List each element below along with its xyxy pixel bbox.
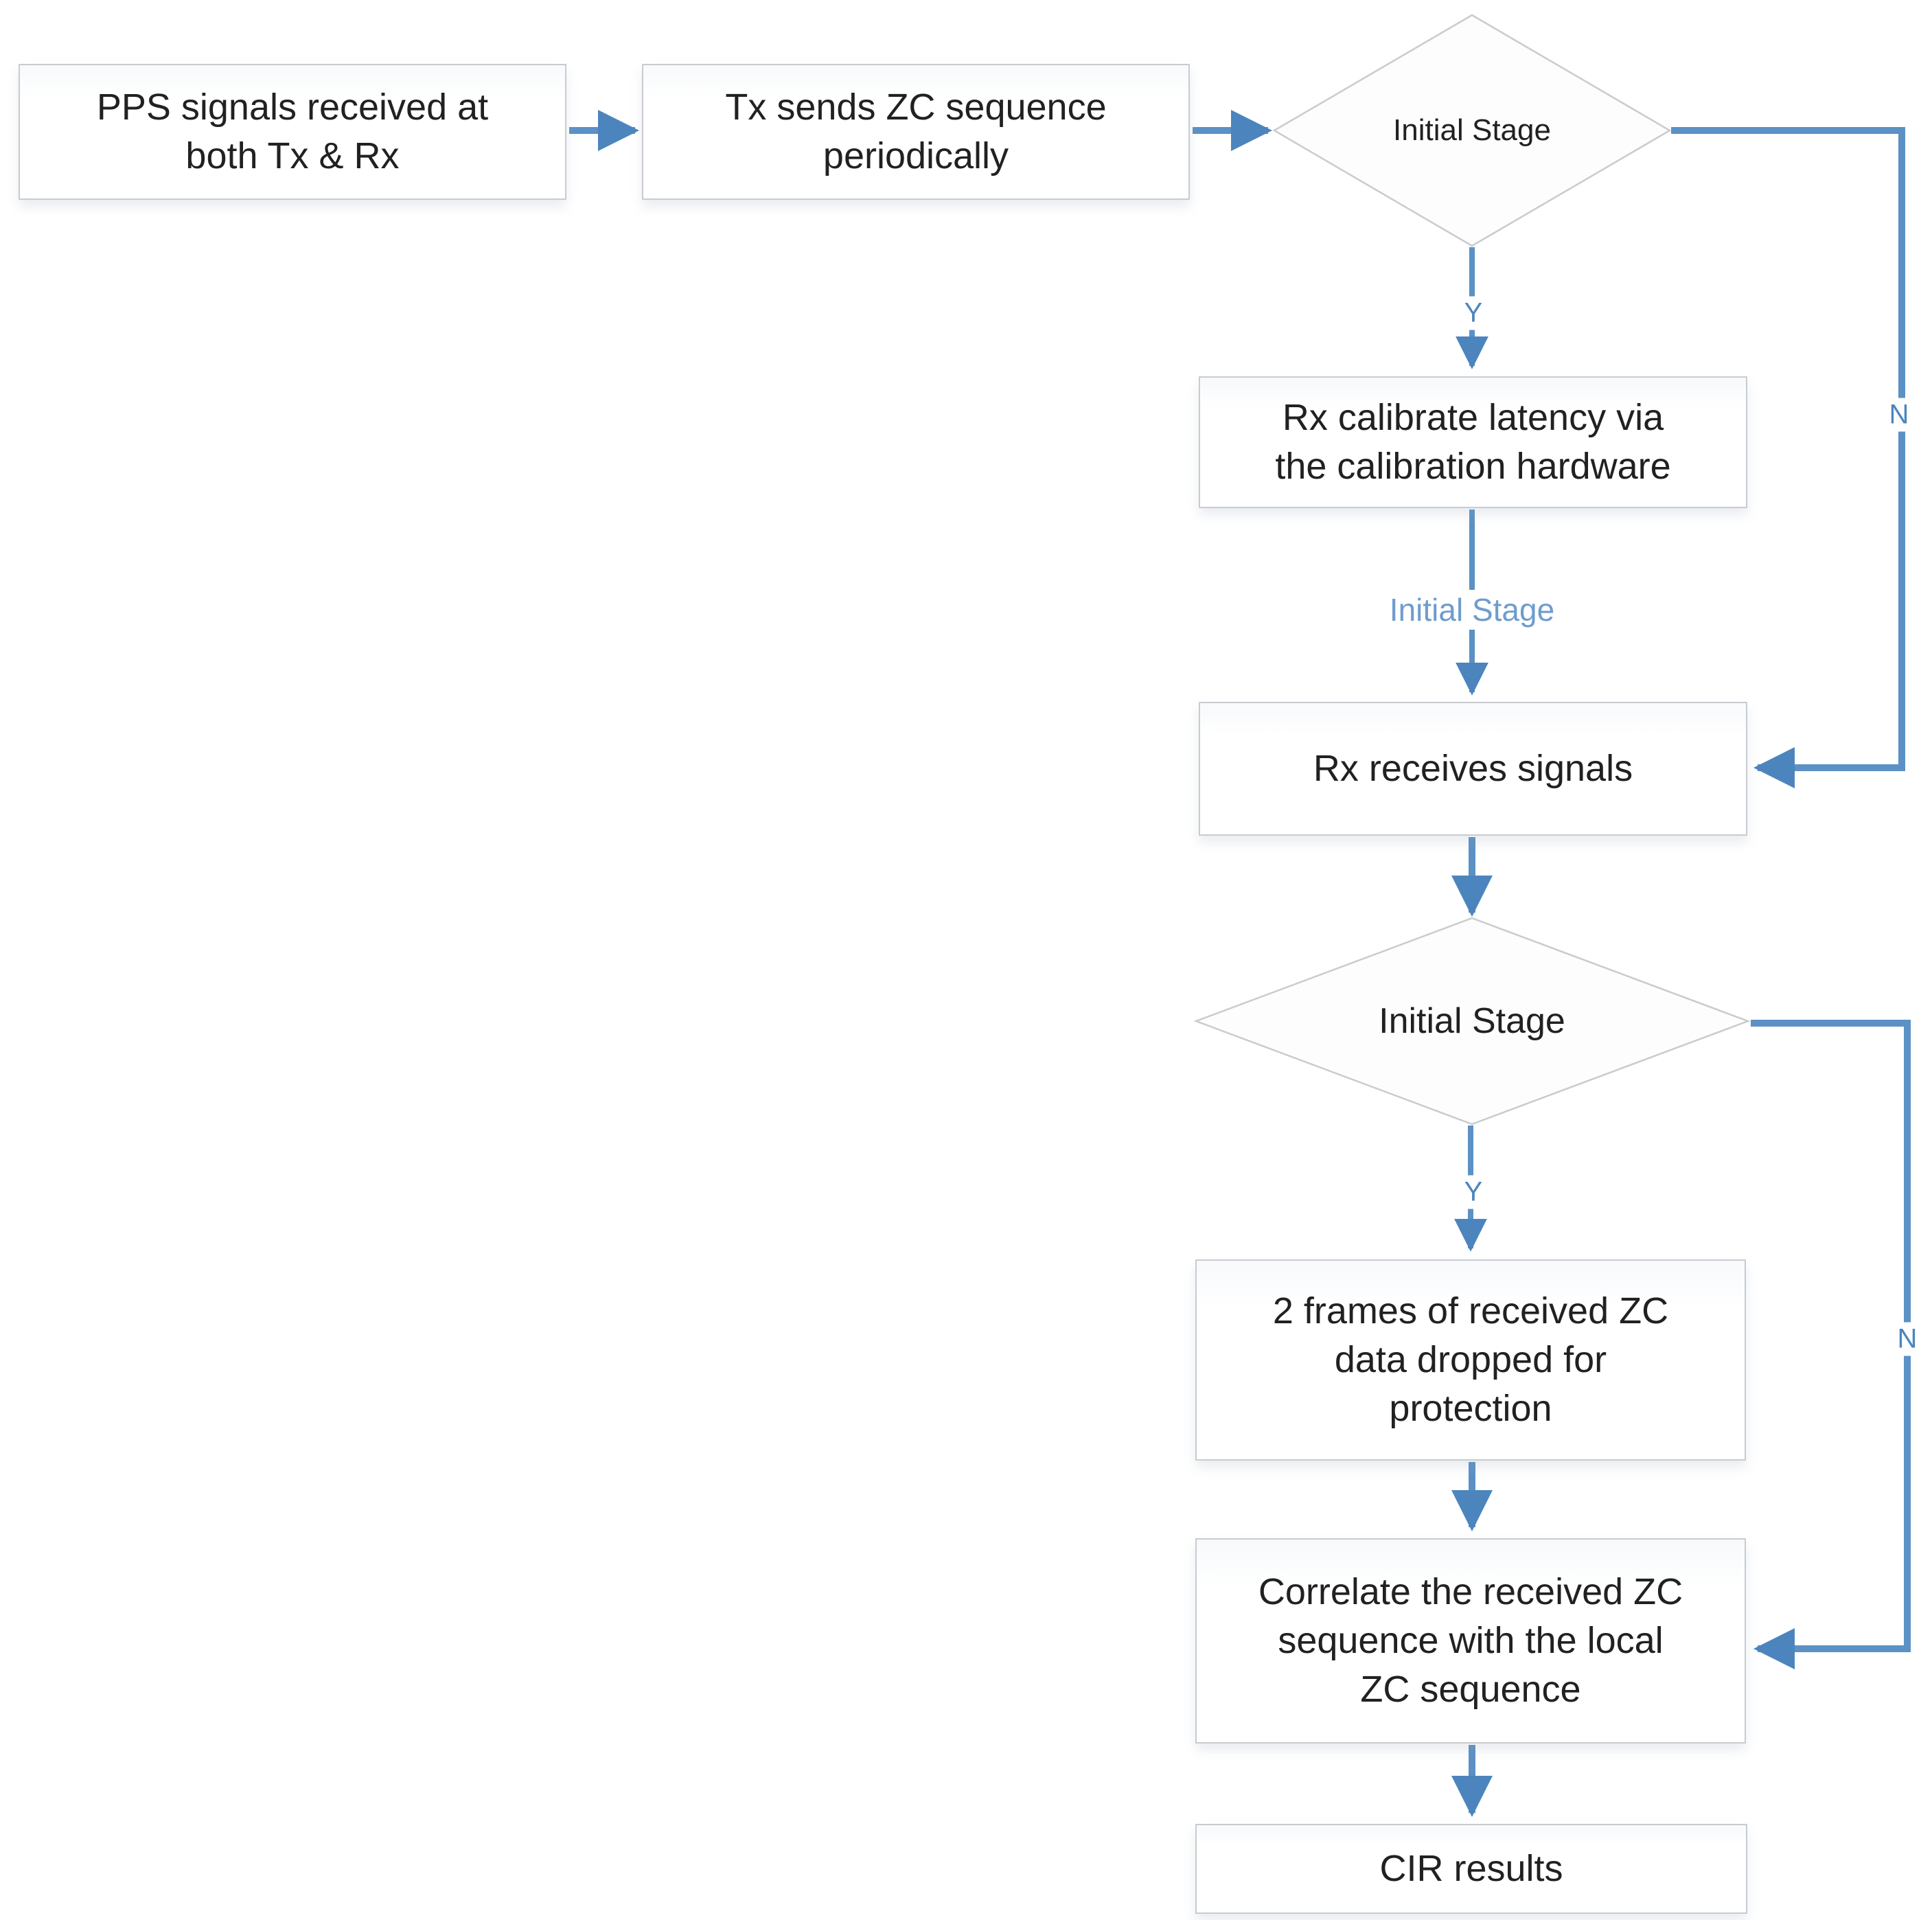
node-rx-calibrate-label: Rx calibrate latency via the calibration… [1275, 396, 1671, 487]
node-frames-dropped: 2 frames of received ZC data dropped for… [1195, 1259, 1746, 1461]
decision1-diamond [1272, 14, 1672, 247]
node-rx-receives-label: Rx receives signals [1313, 747, 1633, 789]
node-pps-signals-label: PPS signals received at both Tx & Rx [96, 86, 489, 176]
decision2-yes-label: Y [1457, 1175, 1490, 1209]
node-tx-sends-label: Tx sends ZC sequence periodically [725, 86, 1107, 176]
initial-stage-edge-label: Initial Stage [1379, 590, 1565, 630]
edge-decision1-no-to-receives [1671, 127, 1905, 788]
node-cir-results-label: CIR results [1379, 1847, 1563, 1889]
node-frames-dropped-label: 2 frames of received ZC data dropped for… [1272, 1290, 1669, 1430]
node-correlate-label: Correlate the received ZC sequence with … [1258, 1570, 1683, 1711]
decision2-no-label: N [1890, 1322, 1924, 1356]
decision1-no-label: N [1882, 398, 1916, 432]
node-cir-results: CIR results [1195, 1824, 1747, 1914]
decision2-label: Initial Stage [1379, 1001, 1565, 1041]
node-tx-sends: Tx sends ZC sequence periodically [642, 64, 1190, 200]
node-rx-calibrate: Rx calibrate latency via the calibration… [1199, 376, 1747, 508]
decision1-label: Initial Stage [1393, 113, 1551, 147]
decision2-diamond [1193, 917, 1751, 1125]
node-correlate: Correlate the received ZC sequence with … [1195, 1538, 1746, 1744]
node-rx-receives: Rx receives signals [1199, 702, 1747, 836]
edge-decision2-no-to-correlate [1751, 1020, 1911, 1669]
node-pps-signals: PPS signals received at both Tx & Rx [19, 64, 566, 200]
decision1-yes-label: Y [1457, 296, 1490, 330]
